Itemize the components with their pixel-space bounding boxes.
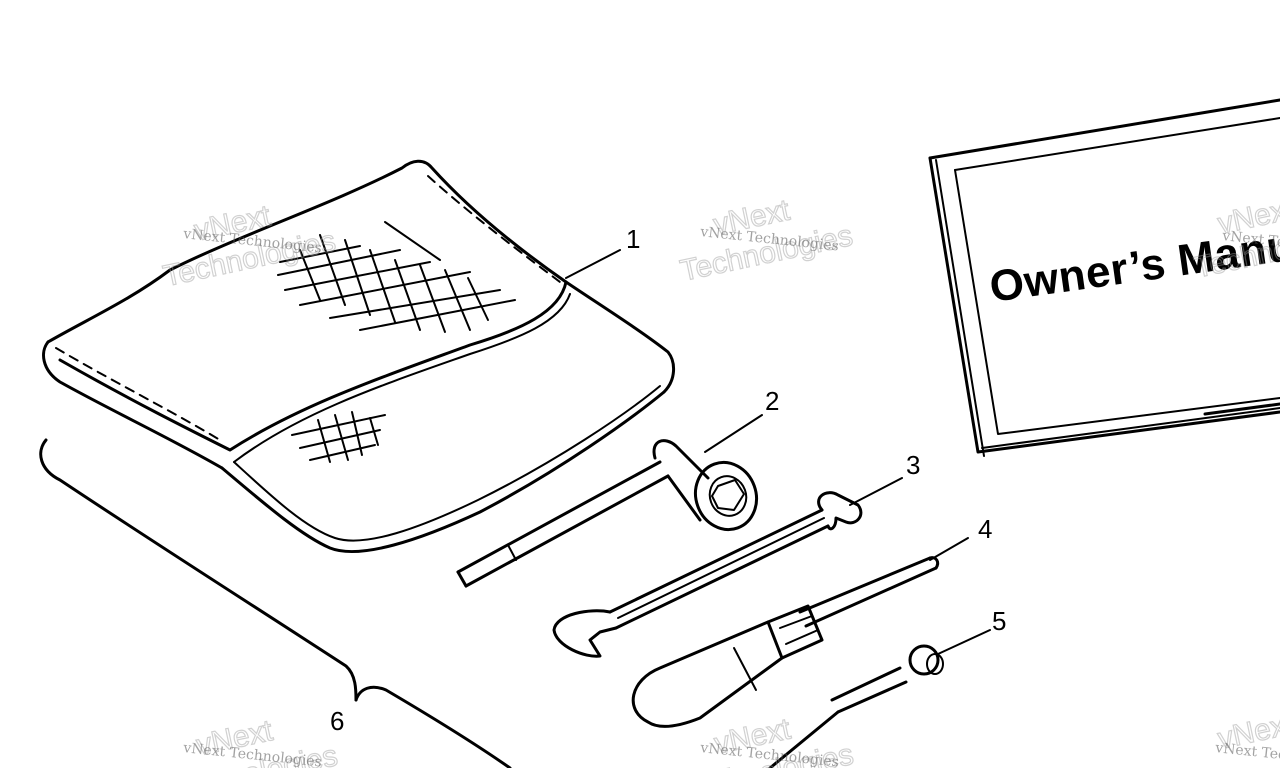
leader-line-2 — [704, 414, 763, 453]
leader-line-5 — [937, 629, 991, 655]
leader-line-3 — [849, 477, 903, 506]
open-end-wrench — [552, 491, 863, 658]
leader-lines — [565, 249, 991, 655]
callout-6: 6 — [330, 706, 344, 736]
kit-bracket — [39, 438, 512, 770]
leader-line-1 — [565, 249, 621, 279]
leader-line-4 — [929, 537, 969, 561]
tool-pouch — [42, 159, 675, 553]
callout-numbers: 1 2 3 4 5 6 — [330, 224, 1006, 736]
screwdriver — [631, 556, 940, 728]
callout-3: 3 — [906, 450, 920, 480]
callout-1: 1 — [626, 224, 640, 254]
callout-4: 4 — [978, 514, 992, 544]
watermarks: vNext Technologies vNext Technologies vN… — [160, 192, 1280, 773]
small-hex-tool — [768, 644, 944, 770]
spark-plug-socket-wrench — [456, 439, 758, 588]
callout-2: 2 — [765, 386, 779, 416]
callout-5: 5 — [992, 606, 1006, 636]
